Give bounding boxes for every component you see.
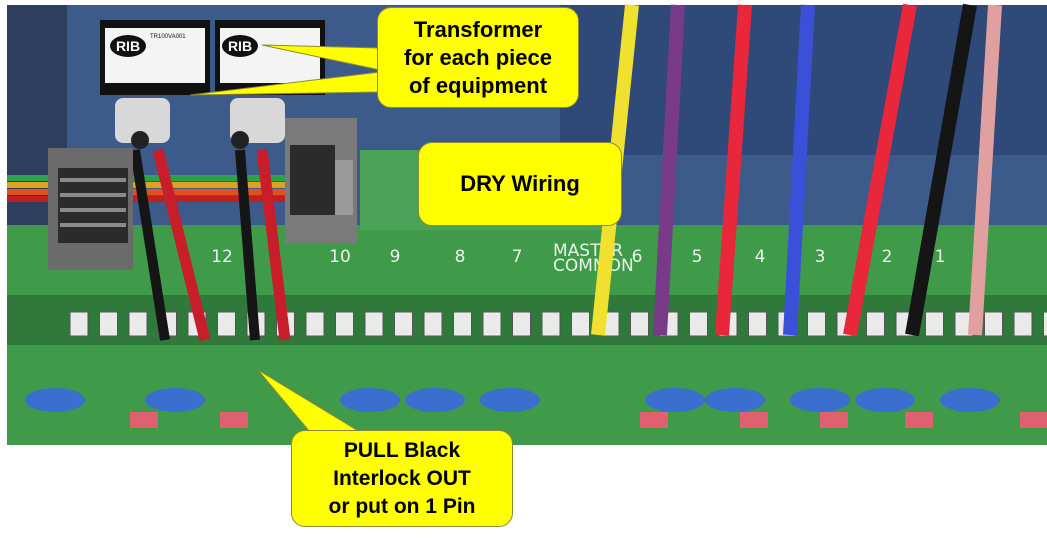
interlock-callout: PULL Black Interlock OUT or put on 1 Pin (291, 430, 513, 527)
zone-label: 12 (211, 247, 233, 267)
wire (905, 3, 977, 337)
callout-line: PULL Black (343, 438, 461, 462)
wire (843, 3, 917, 337)
capacitor (405, 388, 465, 412)
callout-text: DRY Wiring (460, 171, 580, 196)
capacitor (145, 388, 205, 412)
resistor (905, 412, 933, 428)
transformer-brand: RIB (116, 38, 140, 54)
terminal-screw (866, 311, 885, 337)
terminal-screw (1013, 311, 1033, 337)
zone-label: 4 (755, 247, 766, 267)
terminal-screw (99, 311, 118, 337)
terminal-screw (1043, 311, 1047, 337)
dry-wiring-callout: DRY Wiring (418, 142, 622, 226)
unit-heater-icon (285, 118, 357, 243)
terminal-screw (984, 311, 1003, 337)
resistor (820, 412, 848, 428)
callout-line: Transformer (413, 16, 543, 42)
capacitor (940, 388, 1000, 412)
capacitor (340, 388, 400, 412)
capacitor (645, 388, 705, 412)
terminal-screw (807, 311, 826, 337)
resistor (640, 412, 668, 428)
terminal-screw (512, 311, 531, 337)
capacitor (855, 388, 915, 412)
resistor (220, 412, 248, 428)
terminal-screw (423, 311, 443, 337)
terminal-screw (541, 311, 561, 337)
resistor (1020, 412, 1047, 428)
terminal-screw (335, 311, 354, 337)
terminal-screw (925, 311, 944, 337)
capacitor (480, 388, 540, 412)
zone-label: 10 (329, 247, 351, 267)
terminal-screw (748, 311, 767, 337)
terminal-screw (305, 311, 325, 337)
zone-label: 3 (815, 247, 826, 267)
zone-label: 6 (632, 247, 643, 267)
terminal-screw (69, 311, 89, 337)
ribbon-cable (7, 175, 307, 202)
capacitor (790, 388, 850, 412)
callout-line: of equipment (408, 72, 548, 98)
terminal-screw (128, 311, 148, 337)
unit-heater-icon (48, 148, 133, 270)
callout-line: or put on 1 Pin (328, 494, 476, 518)
terminal-screw (394, 311, 413, 337)
capacitor (25, 388, 85, 412)
transformer-1: RIB TR100VA001 (100, 20, 210, 149)
zone-label: 5 (692, 247, 703, 267)
transformer-callout: Transformer for each piece of equipment (377, 7, 579, 108)
wire (783, 4, 815, 336)
terminal-screw (630, 311, 649, 337)
resistor (740, 412, 768, 428)
wire (653, 4, 685, 336)
transformer-model: TR100VA001 (150, 34, 186, 40)
zone-label: 8 (455, 247, 466, 267)
terminal-screw (364, 311, 384, 337)
terminal-screw (453, 311, 472, 337)
terminal-screw (217, 311, 236, 337)
terminal-screw (482, 311, 502, 337)
zone-label: 2 (882, 247, 893, 267)
transformer-brand: RIB (228, 38, 252, 54)
zone-label: 7 (512, 247, 523, 267)
wire (968, 4, 1002, 336)
capacitor (705, 388, 765, 412)
terminal-screw (571, 311, 590, 337)
terminal-screw (689, 311, 708, 337)
zone-label: 9 (390, 247, 401, 267)
callout-line: Interlock OUT (333, 466, 471, 490)
wire (715, 4, 752, 336)
common-label: COMMON (553, 256, 634, 276)
capacitors (25, 388, 1047, 428)
zone-label: 1 (935, 247, 946, 267)
callout-line: for each piece (404, 44, 552, 70)
resistor (130, 412, 158, 428)
